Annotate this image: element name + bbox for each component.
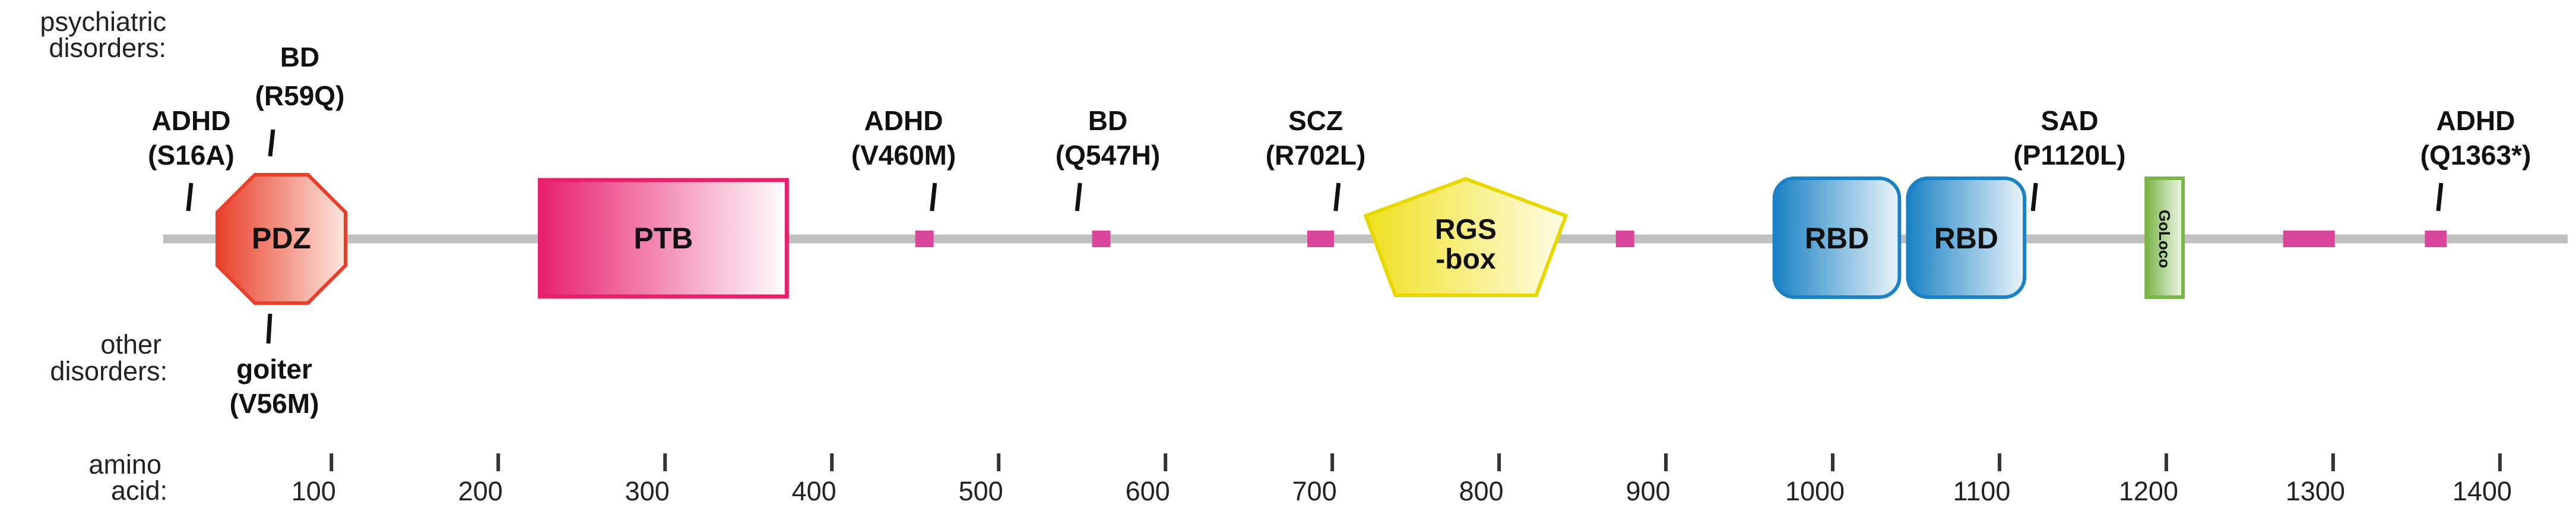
domain-shape-ptb <box>537 178 789 299</box>
domain-label-rgs-box: -box <box>1436 244 1496 275</box>
variant-psychiatric-547: BD (Q547H) <box>1056 105 1160 212</box>
variant-psychiatric-1363: ADHD (Q1363*) <box>2420 105 2531 212</box>
axis-tick-label-900: 900 <box>1626 476 1670 506</box>
variant-psychiatric-1120: SAD (P1120L) <box>2013 105 2126 212</box>
domain-shape-rbd1 <box>1772 176 1902 299</box>
domain-shape-pdz <box>215 173 347 305</box>
motif-box-3 <box>1307 231 1334 247</box>
motifs-layer <box>915 231 2447 247</box>
variant-tick <box>268 129 275 157</box>
motif-box-1 <box>915 231 934 247</box>
variant-other-56: goiter (V56M) <box>230 313 319 419</box>
axis-tick-label-200: 200 <box>458 476 503 506</box>
axis-tick-label-300: 300 <box>625 476 670 506</box>
motif-box-4 <box>1615 231 1634 247</box>
variant-mutation: (S16A) <box>148 140 235 171</box>
variant-disorder: ADHD <box>864 105 943 136</box>
motif-box-2 <box>1092 231 1111 247</box>
variant-psychiatric-702: SCZ (R702L) <box>1266 105 1366 212</box>
variant-disorder: ADHD <box>2436 105 2515 136</box>
domain-ptb: PTB <box>537 178 789 299</box>
psychiatric-title-line1: psychiatric <box>40 7 166 37</box>
variant-disorder: SAD <box>2040 105 2098 136</box>
variant-tick <box>186 182 194 212</box>
variant-tick <box>2436 182 2444 212</box>
variant-mutation: (V460M) <box>851 140 956 171</box>
domain-shape-rbd2 <box>1906 176 2027 299</box>
variant-tick <box>266 313 273 344</box>
axis-tick-label-1100: 1100 <box>1953 476 2011 506</box>
axis-title-line1: amino <box>88 449 161 480</box>
domains-layer: PDZ PTB RGS-box RBD RBD GoLoco <box>215 173 2185 305</box>
axis-tick-label-600: 600 <box>1126 476 1170 506</box>
domain-label-rbd1: RBD <box>1805 222 1869 255</box>
other-title-line2: disorders: <box>50 356 167 386</box>
domain-goloco: GoLoco <box>2144 176 2185 299</box>
variant-disorder: SCZ <box>1288 105 1343 136</box>
variant-mutation: (R702L) <box>1266 140 1366 171</box>
axis-tick-label-1000: 1000 <box>1785 476 1845 506</box>
axis-tick-label-1300: 1300 <box>2286 476 2345 506</box>
axis-tick-label-100: 100 <box>291 476 336 506</box>
other-title-line1: other <box>100 329 161 360</box>
variant-psychiatric-59: BD (R59Q) <box>255 42 345 157</box>
domain-rgs: RGS-box <box>1363 176 1569 297</box>
variant-tick <box>930 182 937 212</box>
variant-psychiatric-16: ADHD (S16A) <box>148 105 235 212</box>
domain-pdz: PDZ <box>215 173 347 305</box>
variant-mutation: (V56M) <box>230 388 319 419</box>
axis-tick-label-400: 400 <box>792 476 837 506</box>
variant-mutation: (R59Q) <box>255 80 345 111</box>
variant-disorder: ADHD <box>152 105 231 136</box>
variant-tick <box>1075 182 1082 212</box>
variant-psychiatric-460: ADHD (V460M) <box>851 105 956 212</box>
axis-tick-label-700: 700 <box>1292 476 1337 506</box>
variant-tick <box>1333 182 1341 212</box>
variant-mutation: (Q1363*) <box>2420 140 2531 171</box>
axis-tick-label-1400: 1400 <box>2453 476 2512 506</box>
psychiatric-title-line2: disorders: <box>49 33 166 63</box>
domain-label-rgs: RGS <box>1435 214 1497 245</box>
domain-shape-rgs <box>1363 176 1569 297</box>
variant-mutation: (P1120L) <box>2013 140 2125 171</box>
variant-disorder: goiter <box>236 354 312 384</box>
domain-label-ptb: PTB <box>633 222 693 255</box>
axis-tick-label-800: 800 <box>1459 476 1504 506</box>
domain-label-rbd2: RBD <box>1934 222 1998 255</box>
variant-mutation: (Q547H) <box>1056 140 1160 171</box>
axis-layer: 100 200 300 400 500 600 700 800 900 1000 1100 1200 1… <box>291 453 2512 506</box>
axis-tick-label-500: 500 <box>959 476 1003 506</box>
variant-disorder: BD <box>280 42 319 72</box>
domain-label-pdz: PDZ <box>252 222 311 255</box>
axis-tick-label-1200: 1200 <box>2119 476 2178 506</box>
domain-rbd1: RBD <box>1772 176 1902 299</box>
motif-box-6 <box>2425 231 2447 247</box>
variant-disorder: BD <box>1088 105 1127 136</box>
variants-layer: ADHD (S16A) BD (R59Q) ADHD (V460M) BD (Q547H) SC… <box>148 42 2531 419</box>
axis-title-line2: acid: <box>111 475 167 506</box>
motif-box-5 <box>2283 231 2335 247</box>
domain-rbd2: RBD <box>1906 176 2027 299</box>
domain-shape-goloco <box>2144 176 2185 299</box>
variant-tick <box>2030 182 2038 212</box>
domain-label-goloco: GoLoco <box>2156 210 2173 268</box>
